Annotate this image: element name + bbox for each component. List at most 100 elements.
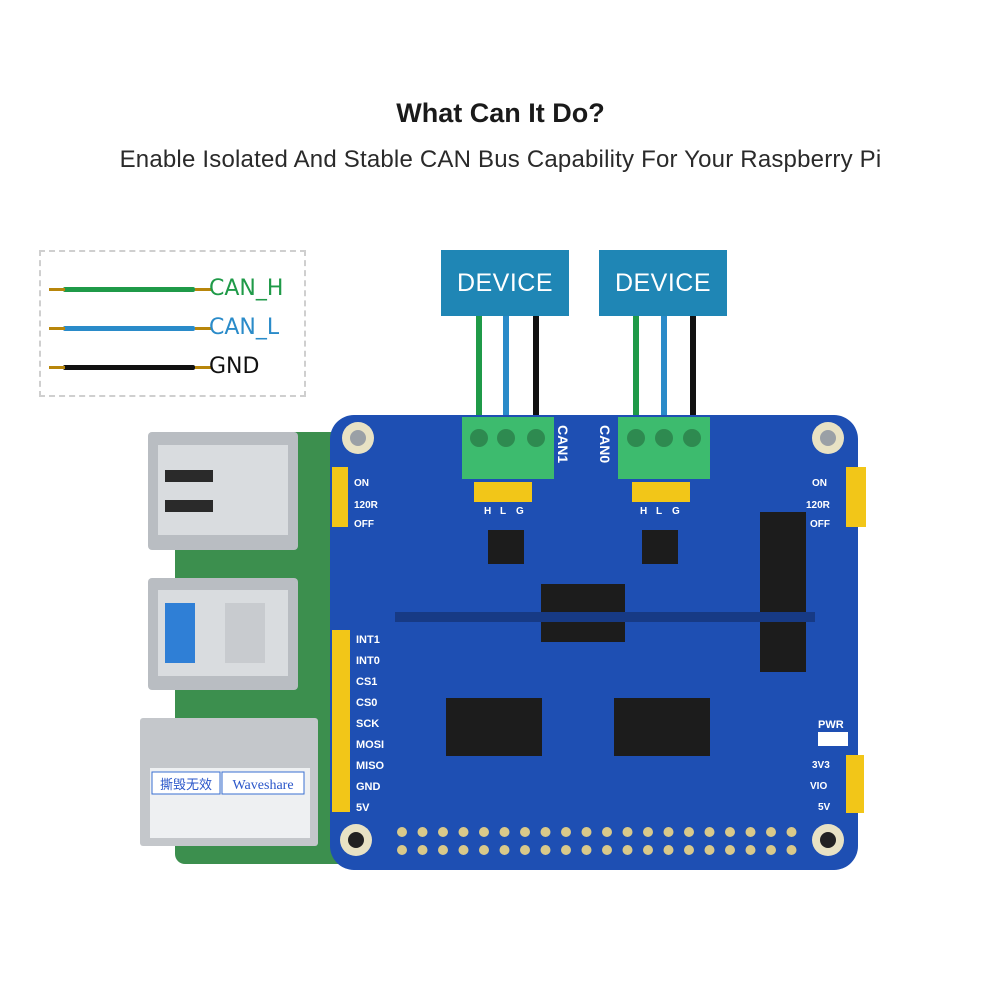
legend-item-can-l: CAN_L bbox=[49, 313, 303, 343]
legend-item-can-h: CAN_H bbox=[49, 274, 303, 304]
gpio-pin bbox=[397, 827, 407, 837]
svg-text:120R: 120R bbox=[806, 500, 831, 511]
gpio-pin bbox=[561, 827, 571, 837]
wire-legend: CAN_H CAN_L GND bbox=[39, 250, 306, 397]
gpio-pin bbox=[725, 827, 735, 837]
termination-header-can1 bbox=[474, 482, 532, 502]
gpio-pin bbox=[581, 827, 592, 837]
ethernet-port: 撕毁无效 Waveshare bbox=[140, 718, 318, 846]
legend-label-gnd: GND bbox=[209, 354, 260, 379]
right-jumper-labels: ON 120R OFF bbox=[806, 478, 831, 530]
gpio-pin bbox=[602, 845, 612, 855]
can-h-wire-swatch bbox=[49, 287, 211, 292]
gpio-pin bbox=[499, 845, 510, 855]
chips bbox=[446, 512, 806, 756]
gpio-pin bbox=[704, 845, 715, 855]
gpio-pin bbox=[786, 845, 797, 855]
gpio-40-pin-header bbox=[397, 827, 797, 855]
gpio-pin bbox=[622, 845, 633, 855]
terminal-block-can1 bbox=[462, 417, 554, 479]
svg-text:INT0: INT0 bbox=[356, 655, 380, 667]
ethernet-sticker-chinese: 撕毁无效 bbox=[160, 778, 212, 793]
svg-text:OFF: OFF bbox=[354, 519, 374, 530]
svg-text:MOSI: MOSI bbox=[356, 739, 384, 751]
mounting-holes bbox=[340, 422, 844, 856]
left-jumper bbox=[332, 467, 348, 527]
gpio-pin bbox=[520, 845, 530, 855]
svg-text:3V3: 3V3 bbox=[812, 760, 830, 771]
page-subtitle: Enable Isolated And Stable CAN Bus Capab… bbox=[119, 146, 882, 173]
device-box-can1: DEVICE bbox=[441, 250, 569, 316]
svg-text:SCK: SCK bbox=[356, 718, 379, 730]
gpio-pin bbox=[458, 845, 469, 855]
svg-text:CS1: CS1 bbox=[356, 676, 377, 688]
power-select-labels: 3V3 VIO 5V bbox=[810, 760, 831, 813]
gpio-pin bbox=[663, 845, 674, 855]
svg-text:OFF: OFF bbox=[810, 519, 830, 530]
gpio-pin bbox=[520, 827, 530, 837]
termination-header-can0 bbox=[632, 482, 690, 502]
gpio-pin bbox=[438, 827, 448, 837]
gpio-pin bbox=[581, 845, 592, 855]
gpio-pin bbox=[540, 845, 551, 855]
gpio-pin bbox=[479, 827, 489, 837]
svg-text:H: H bbox=[484, 506, 491, 517]
svg-text:ON: ON bbox=[812, 478, 827, 489]
can-l-wire-swatch bbox=[49, 326, 211, 331]
gpio-pin bbox=[561, 845, 571, 855]
svg-text:GND: GND bbox=[356, 781, 381, 793]
usb-port-middle bbox=[148, 578, 298, 690]
left-jumper-labels: ON 120R OFF bbox=[354, 478, 379, 530]
can-hat-board bbox=[330, 415, 858, 870]
gpio-pin bbox=[745, 845, 756, 855]
gpio-pin bbox=[643, 827, 653, 837]
gpio-pin bbox=[622, 827, 633, 837]
gpio-pin bbox=[684, 845, 694, 855]
gpio-pin bbox=[643, 845, 653, 855]
isolation-slot bbox=[395, 612, 815, 622]
svg-text:H: H bbox=[640, 506, 647, 517]
gpio-pin bbox=[540, 827, 551, 837]
device-box-can0: DEVICE bbox=[599, 250, 727, 316]
gpio-pin bbox=[684, 827, 694, 837]
gnd-wire-swatch bbox=[49, 365, 211, 370]
page-title: What Can It Do? bbox=[396, 98, 605, 128]
power-select-jumper bbox=[846, 755, 864, 813]
gpio-pin bbox=[766, 845, 776, 855]
legend-label-can-l: CAN_L bbox=[209, 315, 280, 340]
gpio-pin bbox=[499, 827, 510, 837]
ethernet-sticker-brand: Waveshare bbox=[232, 778, 293, 793]
gpio-pin bbox=[417, 845, 428, 855]
gpio-pin bbox=[766, 827, 776, 837]
legend-label-can-h: CAN_H bbox=[209, 276, 284, 301]
gpio-pin bbox=[602, 827, 612, 837]
svg-text:120R: 120R bbox=[354, 500, 379, 511]
svg-text:5V: 5V bbox=[356, 802, 370, 814]
svg-text:INT1: INT1 bbox=[356, 634, 380, 646]
device-wires bbox=[476, 316, 696, 420]
svg-text:L: L bbox=[656, 506, 662, 517]
gpio-pin bbox=[479, 845, 489, 855]
legend-item-gnd: GND bbox=[49, 352, 303, 382]
gpio-pin bbox=[786, 827, 797, 837]
svg-text:5V: 5V bbox=[818, 802, 831, 813]
svg-text:MISO: MISO bbox=[356, 760, 385, 772]
svg-text:CS0: CS0 bbox=[356, 697, 377, 709]
pwr-led bbox=[818, 732, 848, 746]
terminal-pin-labels-can0: H L G bbox=[640, 506, 680, 517]
gpio-breakout-labels: INT1 INT0 CS1 CS0 SCK MOSI MISO GND 5V bbox=[356, 634, 385, 814]
gpio-pin bbox=[417, 827, 428, 837]
svg-text:VIO: VIO bbox=[810, 781, 827, 792]
gpio-pin bbox=[438, 845, 448, 855]
svg-text:L: L bbox=[500, 506, 506, 517]
terminal-block-can0 bbox=[618, 417, 710, 479]
right-jumper bbox=[846, 467, 866, 527]
gpio-pin bbox=[397, 845, 407, 855]
gpio-pin bbox=[663, 827, 674, 837]
can1-port-label: CAN1 bbox=[555, 425, 571, 463]
pwr-label: PWR bbox=[818, 719, 844, 731]
gpio-pin bbox=[704, 827, 715, 837]
svg-text:G: G bbox=[516, 506, 524, 517]
terminal-pin-labels-can1: H L G bbox=[484, 506, 524, 517]
